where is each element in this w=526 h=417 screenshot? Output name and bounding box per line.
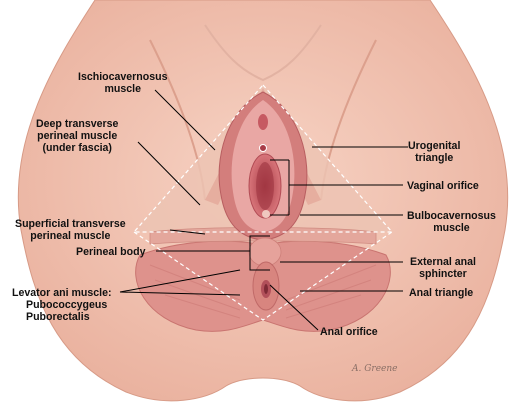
label-line: perineal muscle — [37, 130, 118, 142]
label-anal-triangle: Anal triangle — [409, 287, 474, 299]
label-line: muscle — [104, 83, 141, 95]
label-bulbocavernosus: Bulbocavernosus muscle — [407, 210, 496, 234]
label-line: External anal — [410, 256, 476, 268]
label-urogenital-triangle: Urogenital triangle — [408, 140, 460, 164]
label-line: Levator ani muscle: — [12, 287, 112, 299]
label-line: Deep transverse — [36, 118, 119, 130]
label-anal-orifice: Anal orifice — [320, 326, 378, 338]
label-line: (under fascia) — [42, 142, 112, 154]
label-line: Bulbocavernosus — [407, 210, 496, 222]
label-external-anal-sphincter: External anal sphincter — [410, 256, 476, 280]
leader-lines — [119, 89, 408, 331]
label-line: triangle — [415, 152, 454, 164]
label-superficial-transverse: Superficial transverse perineal muscle — [15, 218, 126, 242]
label-line: Pubococcygeus — [26, 299, 108, 311]
triangle-outlines — [132, 84, 394, 321]
label-line: sphincter — [419, 268, 467, 280]
label-ischiocavernosus: Ischiocavernosus muscle — [78, 71, 168, 95]
label-line: perineal muscle — [30, 230, 111, 242]
label-vaginal-orifice: Vaginal orifice — [407, 180, 479, 192]
label-deep-transverse: Deep transverse perineal muscle (under f… — [36, 118, 118, 154]
label-perineal-body: Perineal body — [76, 246, 146, 258]
label-line: Urogenital — [408, 140, 461, 152]
label-line: muscle — [433, 222, 470, 234]
label-line: Superficial transverse — [15, 218, 126, 230]
artist-signature: A. Greene — [352, 364, 398, 374]
label-levator-ani: Levator ani muscle: Pubococcygeus Pubore… — [12, 287, 112, 323]
label-line: Ischiocavernosus — [78, 71, 168, 83]
label-line: Puborectalis — [26, 311, 90, 323]
